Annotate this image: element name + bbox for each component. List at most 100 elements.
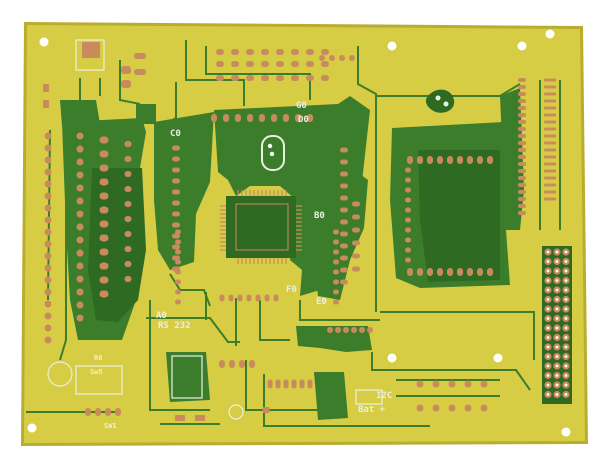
pad bbox=[321, 75, 329, 81]
hole bbox=[564, 307, 568, 311]
hole bbox=[564, 383, 568, 387]
pad bbox=[480, 404, 488, 412]
pad bbox=[44, 252, 52, 260]
pad bbox=[340, 243, 348, 249]
pad bbox=[231, 75, 239, 81]
pad bbox=[518, 211, 526, 215]
hole bbox=[39, 37, 49, 47]
pad bbox=[175, 249, 181, 255]
pad bbox=[544, 134, 556, 138]
pad bbox=[333, 289, 339, 295]
pad bbox=[175, 239, 181, 245]
pad bbox=[276, 75, 284, 81]
pad bbox=[44, 264, 52, 272]
pad bbox=[76, 223, 84, 231]
pad bbox=[99, 234, 109, 242]
pad bbox=[518, 169, 526, 173]
hole bbox=[555, 336, 559, 339]
pad bbox=[518, 85, 526, 89]
pad bbox=[544, 85, 556, 89]
pad bbox=[457, 156, 463, 164]
pad bbox=[44, 168, 52, 176]
pad bbox=[276, 49, 284, 55]
pad bbox=[175, 259, 181, 265]
pad bbox=[85, 408, 91, 416]
pad bbox=[44, 216, 52, 224]
pad bbox=[283, 379, 289, 389]
pad bbox=[464, 380, 472, 388]
pad bbox=[544, 78, 556, 82]
pad bbox=[44, 312, 52, 320]
pad bbox=[405, 227, 411, 233]
pad bbox=[175, 415, 185, 421]
pad bbox=[518, 141, 526, 145]
hole bbox=[546, 326, 550, 330]
hole bbox=[555, 326, 559, 330]
pad bbox=[518, 204, 526, 208]
pad bbox=[432, 404, 440, 412]
pad bbox=[99, 178, 109, 186]
pad bbox=[335, 327, 341, 333]
pad bbox=[44, 336, 52, 344]
pad bbox=[124, 171, 132, 177]
pad bbox=[544, 148, 556, 152]
hole bbox=[564, 250, 568, 254]
pad bbox=[544, 92, 556, 96]
pad bbox=[518, 92, 526, 96]
hole bbox=[517, 41, 527, 51]
pad bbox=[267, 379, 273, 389]
hole bbox=[27, 423, 37, 433]
pad bbox=[518, 106, 526, 110]
crystal-outline bbox=[261, 135, 285, 171]
pad bbox=[405, 247, 411, 253]
pad bbox=[291, 61, 299, 67]
pad bbox=[76, 275, 84, 283]
pad bbox=[340, 279, 348, 285]
pad bbox=[352, 214, 360, 220]
pad bbox=[99, 290, 109, 298]
pad bbox=[105, 408, 111, 416]
hole bbox=[546, 279, 550, 282]
pad bbox=[518, 197, 526, 201]
pad bbox=[340, 195, 348, 201]
pad bbox=[340, 267, 348, 273]
pad bbox=[44, 144, 52, 152]
pad bbox=[124, 261, 132, 267]
pad bbox=[291, 379, 297, 389]
pad bbox=[99, 276, 109, 284]
pad bbox=[405, 207, 411, 213]
pad bbox=[405, 187, 411, 193]
pad bbox=[544, 176, 556, 180]
pad bbox=[340, 183, 348, 189]
pad bbox=[518, 127, 526, 131]
pad bbox=[544, 141, 556, 145]
pad bbox=[321, 61, 329, 67]
pad bbox=[544, 190, 556, 194]
pad bbox=[172, 145, 180, 151]
pad bbox=[246, 61, 254, 67]
pad bbox=[333, 239, 339, 245]
pad bbox=[448, 404, 456, 412]
pad bbox=[518, 162, 526, 166]
hole bbox=[555, 364, 559, 368]
pad bbox=[229, 360, 235, 368]
pad bbox=[195, 415, 205, 421]
pad bbox=[273, 294, 279, 302]
pad bbox=[352, 227, 360, 233]
qfp-chip-footprint bbox=[220, 190, 302, 264]
pad bbox=[518, 113, 526, 117]
pad bbox=[239, 360, 245, 368]
pad bbox=[333, 269, 339, 275]
pad bbox=[352, 253, 360, 259]
pad bbox=[44, 288, 52, 296]
label-a0: A0 bbox=[156, 311, 167, 321]
label-i2c: I2C bbox=[376, 391, 392, 401]
pad bbox=[352, 240, 360, 246]
pad bbox=[235, 114, 241, 122]
hole bbox=[564, 298, 568, 301]
pad bbox=[172, 156, 180, 162]
pad bbox=[299, 379, 305, 389]
pad bbox=[447, 156, 453, 164]
pad bbox=[295, 114, 301, 122]
